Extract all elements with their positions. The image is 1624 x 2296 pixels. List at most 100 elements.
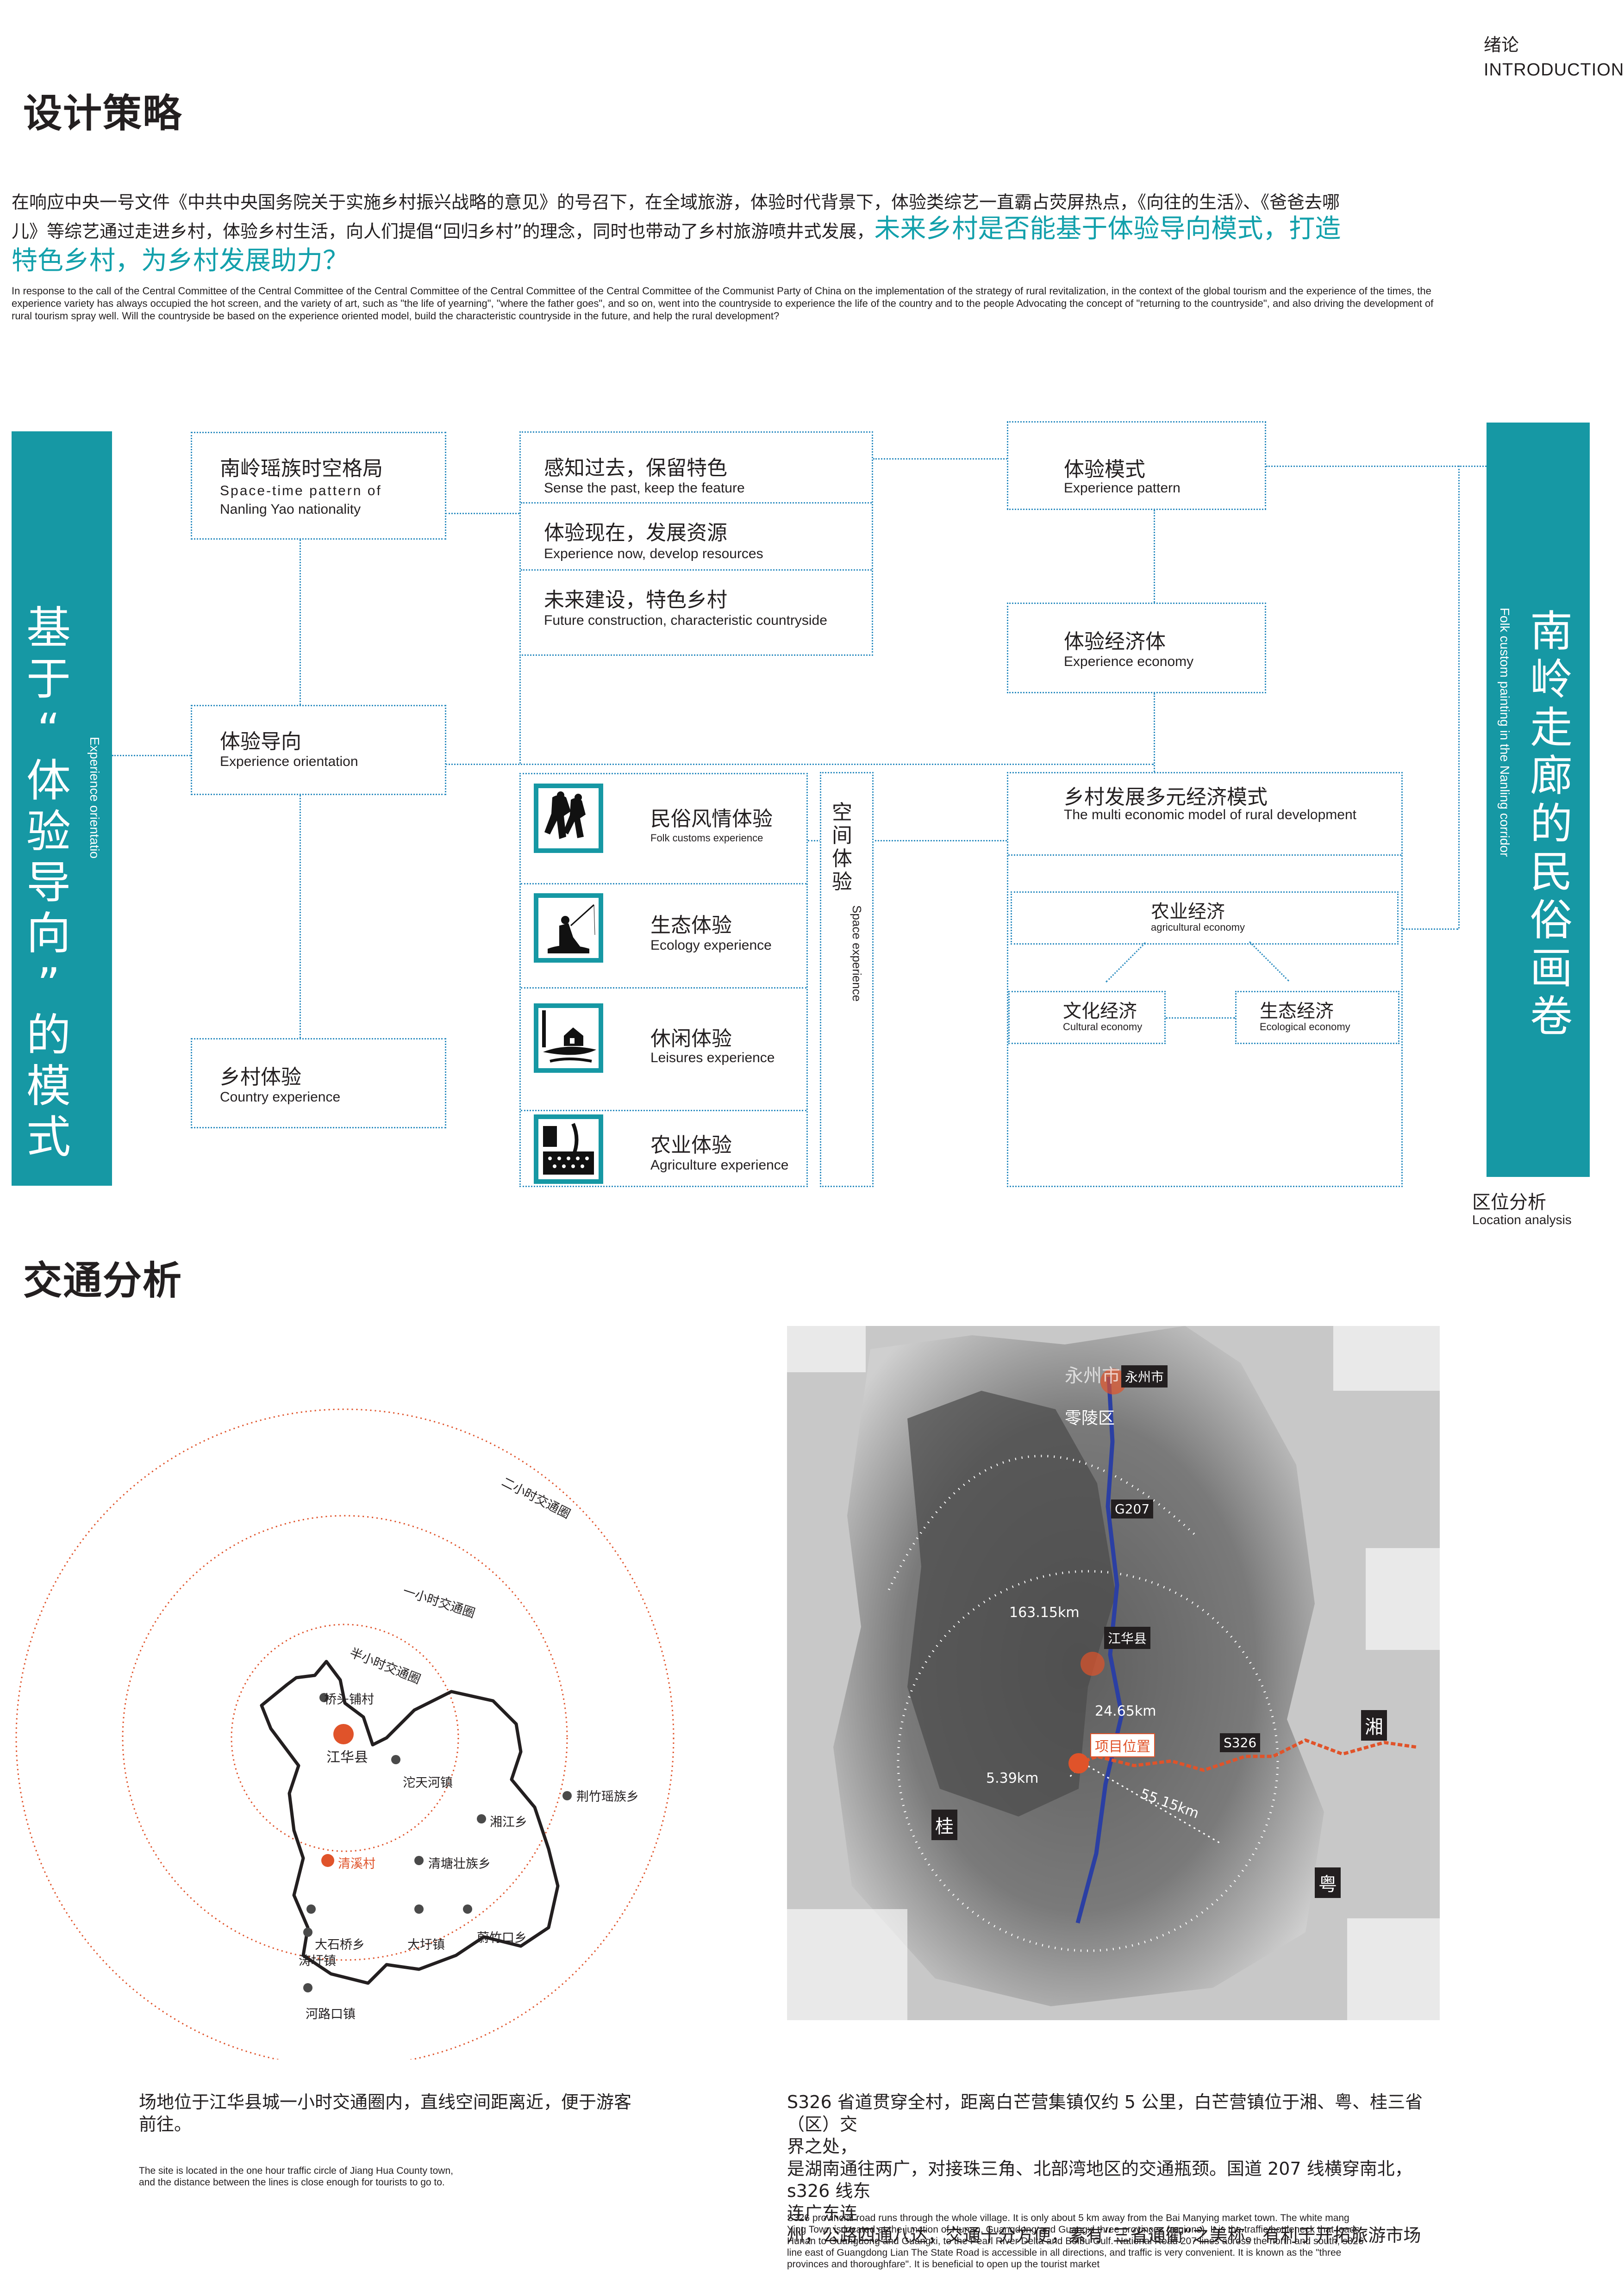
box-en: Experience now, develop resources	[544, 546, 763, 561]
box-en: Experience pattern	[1064, 480, 1181, 496]
box-en: Cultural economy	[1063, 1021, 1143, 1033]
box-cn: 未来建设，特色乡村	[544, 588, 727, 612]
traffic-rings-map	[15, 1408, 675, 2060]
vertical-char: 模	[26, 1060, 71, 1112]
divider	[521, 569, 872, 571]
ring-half	[231, 1624, 459, 1852]
vertical-char: 廊	[1530, 751, 1573, 801]
dist-24: 24.65km	[1095, 1703, 1156, 1719]
xiang-tag: 湘	[1361, 1710, 1387, 1741]
blur-tiles	[787, 1270, 1440, 2020]
box-en: Country experience	[220, 1089, 341, 1105]
fishing-icon	[534, 893, 603, 963]
map-caption-cn: S326 省道贯穿全村，距离白芒营集镇仅约 5 公里，白芒营镇位于湘、粤、桂三省…	[787, 2091, 1449, 2246]
place-label: 江华县	[326, 1749, 368, 1766]
vertical-char: 体	[832, 847, 852, 871]
box-multi-economy: 乡村发展多元经济模式 The multi economic model of r…	[1007, 772, 1403, 1187]
vertical-char: “	[37, 704, 60, 756]
connector	[1458, 466, 1460, 928]
connector	[300, 540, 301, 705]
para-en: In response to the call of the Central C…	[12, 285, 1434, 322]
jianghua-marker	[1081, 1652, 1105, 1676]
leisure-house-icon	[534, 1003, 603, 1073]
vertical-char: 式	[26, 1111, 71, 1163]
yongzhou-faint: 永州市	[1065, 1365, 1120, 1387]
vertical-char: 民	[1530, 847, 1573, 897]
vertical-char: 验	[26, 806, 71, 858]
ring-2h	[15, 1408, 675, 2060]
box-en: Ecological economy	[1260, 1021, 1350, 1033]
para-cn-line1: 在响应中央一号文件《中共中央国务院关于实施乡村振兴战略的意见》的号召下，在全域旅…	[12, 192, 1340, 212]
place-label: 荆竹瑶族乡	[576, 1790, 639, 1804]
jianghua-marker	[333, 1724, 354, 1744]
box-cn: 民俗风情体验	[650, 807, 773, 831]
para-cn-line2: 儿》等综艺通过走进乡村，体验乡村生活，向人们提倡“回归乡村”的理念，同时也带动了…	[12, 216, 1451, 245]
vertical-char: 俗	[1530, 896, 1573, 945]
g207-tag: G207	[1111, 1500, 1154, 1518]
connector	[873, 458, 1007, 460]
connector	[1403, 928, 1458, 930]
vertical-char: 卷	[1530, 992, 1573, 1041]
intro-en: INTRODUCTION	[1484, 60, 1624, 80]
connector	[445, 764, 1154, 765]
place-label: 沱天河镇	[403, 1776, 453, 1790]
para-cn-text: 儿》等综艺通过走进乡村，体验乡村生活，向人们提倡“回归乡村”的理念，同时也带动了…	[12, 221, 874, 242]
dist-163: 163.15km	[1009, 1605, 1080, 1621]
vertical-char: 走	[1530, 703, 1573, 753]
county-outline	[260, 1660, 560, 1985]
vertical-char: 于	[26, 653, 71, 705]
jianghua-tag: 江华县	[1104, 1627, 1151, 1649]
box-en: Future construction, characteristic coun…	[544, 613, 827, 628]
yongzhou-marker	[1100, 1369, 1126, 1394]
transport-caption-en: The site is located in the one hour traf…	[139, 2165, 453, 2188]
box-cn: 生态经济	[1260, 1001, 1334, 1022]
box-cn: 体验导向	[220, 730, 301, 753]
box-economy: 体验经济体 Experience economy	[1007, 603, 1266, 693]
vertical-char: 空	[832, 801, 852, 824]
box-time-group: 感知过去，保留特色 Sense the past, keep the featu…	[519, 431, 873, 656]
regional-map: 永州市 永州市 零陵区 G207 163.15km 江华县 24.65km 项目…	[787, 1270, 1440, 2020]
connector	[1266, 466, 1487, 467]
location-en: Location analysis	[1472, 1213, 1572, 1227]
box-cn: 休闲体验	[650, 1027, 732, 1051]
mountain-region	[907, 1391, 1116, 1817]
range-circle	[897, 1570, 1279, 1952]
strategy-title: 设计策略	[23, 91, 183, 136]
place-label: 涛圩镇	[299, 1954, 336, 1968]
intro-cn: 绪论	[1484, 35, 1519, 55]
box-pattern: 体验模式 Experience pattern	[1007, 421, 1266, 510]
connector	[1106, 942, 1146, 983]
transport-title: 交通分析	[23, 1258, 183, 1303]
left-theme-bar: 基于“体验导向”的模式 Experience orientatio	[12, 431, 112, 1186]
divider	[1008, 854, 1401, 856]
place-label: 清溪村	[338, 1857, 375, 1871]
place-label: 桥头铺村	[324, 1692, 374, 1707]
farming-icon	[534, 1114, 603, 1184]
g207-road	[1075, 1376, 1124, 1924]
place-label: 大石桥乡	[315, 1938, 365, 1952]
vertical-char: 导	[26, 857, 71, 908]
caption-line: 界之处，	[787, 2136, 858, 2157]
box-en: Space-time pattern of	[220, 483, 382, 498]
strategy-paragraph: 在响应中央一号文件《中共中央国务院关于实施乡村振兴战略的意见》的号召下，在全域旅…	[12, 189, 1451, 322]
right-bar-cn: 南岭走廊的民俗画卷	[1524, 608, 1579, 1041]
space-cn: 空间体验	[828, 801, 856, 894]
box-en: Sense the past, keep the feature	[544, 480, 745, 496]
box-en: Agriculture experience	[650, 1157, 789, 1173]
box-agri-econ: 农业经济 agricultural economy	[1011, 891, 1399, 945]
connector	[300, 795, 301, 1038]
caption-line: 前往。	[139, 2114, 192, 2134]
vertical-char: 间	[832, 824, 852, 847]
box-cn: 体验模式	[1064, 458, 1145, 481]
vertical-char: ”	[37, 958, 60, 1010]
vertical-char: 画	[1530, 944, 1573, 993]
box-en: Ecology experience	[650, 938, 772, 953]
para-highlight-2: 特色乡村，为乡村发展助力？	[12, 246, 349, 276]
map-caption-en: S326 provincial road runs through the wh…	[787, 2213, 1364, 2270]
s326-tag: S326	[1220, 1733, 1261, 1752]
vertical-char: 的	[26, 1009, 71, 1061]
yongzhou-tag: 永州市	[1121, 1365, 1168, 1388]
divider	[521, 502, 872, 504]
box-cn: 乡村体验	[220, 1065, 301, 1089]
box-space: 空间体验 Space experience	[820, 772, 874, 1187]
